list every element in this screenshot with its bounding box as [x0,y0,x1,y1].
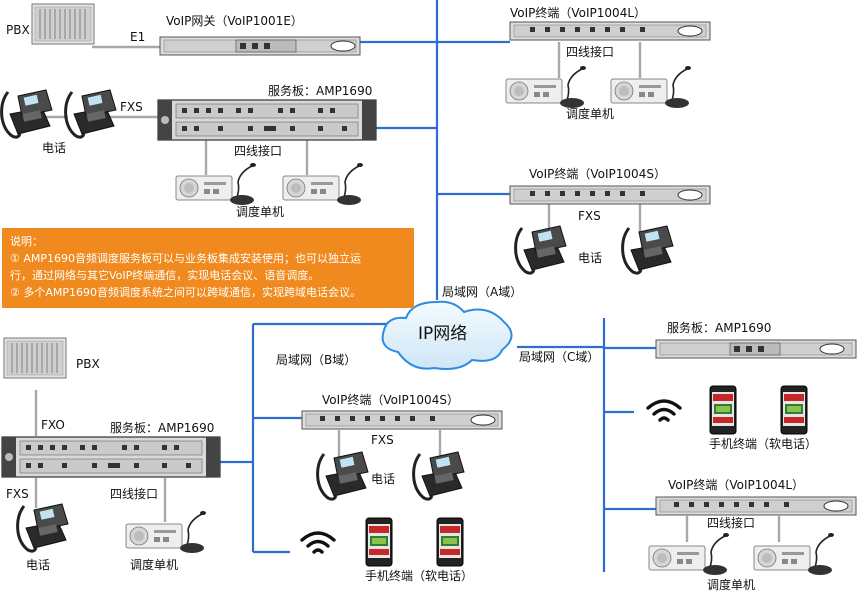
wifi-icon-right [646,399,682,422]
phone-label-top-left: 电话 [42,141,66,155]
mobile-icon-right-1 [709,385,737,435]
pbx-cabinet-bottom [3,337,67,379]
service-board-chassis-bottom [1,436,221,478]
mobile-label-right: 手机终端（软电话） [709,436,817,451]
lan-c-label: 局域网（C域） [519,350,599,364]
service-board-label-top: 服务板：AMP1690 [268,83,372,98]
explanation-note: 说明： ① AMP1690音频调度服务板可以与业务板集成安装使用；也可以独立运 … [2,228,414,308]
fxs-label-top-left: FXS [120,100,143,114]
note-line-1: ① AMP1690音频调度服务板可以与业务板集成安装使用；也可以独立运 [10,252,361,265]
dispatcher-label-right: 调度单机 [707,577,755,592]
dispatcher-icon-top-1 [175,162,257,206]
pbx-label-bottom: PBX [76,357,100,371]
voip-1004s-device-mid [301,410,503,430]
lan-b-label: 局域网（B域） [276,353,356,367]
note-line-3: ② 多个AMP1690音频调度系统之间可以跨域通信，实现跨域电话会议。 [10,286,361,299]
dispatcher-icon-top-2 [282,162,364,206]
voip-1004l-device-top [509,21,711,41]
dispatcher-icon-right-1 [648,532,730,576]
lan-a-label: 局域网（A域） [442,285,522,299]
voip-1004s-label-top: VoIP终端（VoIP1004S） [529,166,666,181]
phone-icon-top-left-1 [0,88,54,139]
dispatcher-icon-1004l-top-2 [610,65,692,109]
fxo-label: FXO [41,418,65,432]
dispatcher-icon-right-2 [753,532,835,576]
phone-icon-bottom [16,502,70,553]
phone-label-mid: 电话 [371,472,395,486]
four-wire-label-top: 四线接口 [234,143,282,158]
service-board-chassis-top [157,99,377,141]
note-title: 说明： [10,235,43,248]
voip-1004s-device-top [509,185,711,205]
phone-label-1004s-top: 电话 [578,251,602,265]
pbx-label-top: PBX [6,23,30,37]
mobile-icon-mid-2 [436,517,464,567]
mobile-icon-right-2 [780,385,808,435]
voip-gateway-label: VoIP网关（VoIP1001E） [166,14,303,28]
dispatcher-icon-1004l-top-1 [505,65,587,109]
e1-label: E1 [130,30,145,44]
mobile-icon-mid-1 [365,517,393,567]
voip-1004s-label-mid: VoIP终端（VoIP1004S） [322,392,459,407]
four-wire-label-bottom: 四线接口 [110,486,158,501]
service-board-device-right [655,339,857,359]
voip-1004l-device-right [655,496,857,516]
note-line-2: 行，通过网络与其它VoIP终端通信，实现电话会议、语音调度。 [10,269,320,282]
service-board-label-right: 服务板：AMP1690 [667,320,771,335]
phone-icon-top-left-2 [64,88,118,139]
pbx-cabinet-top [31,3,95,45]
four-wire-label-right: 四线接口 [707,515,755,530]
voip-1004l-label-right: VoIP终端（VoIP1004L） [668,477,804,492]
phone-icon-1004s-top-1 [514,224,568,275]
dispatcher-label-top: 调度单机 [236,204,284,219]
mobile-label-mid: 手机终端（软电话） [365,568,473,583]
ip-network-cloud [381,300,513,370]
four-wire-label-1004l-top: 四线接口 [566,44,614,59]
phone-icon-mid-1 [316,450,370,501]
dispatcher-label-1004l-top: 调度单机 [566,106,614,121]
fxs-label-1004s-top: FXS [578,209,601,223]
fxs-label-mid: FXS [371,433,394,447]
service-board-label-bottom: 服务板：AMP1690 [110,420,214,435]
network-lines [218,0,656,572]
device-links [34,42,781,542]
voip-1004l-label-top: VoIP终端（VoIP1004L） [510,5,646,20]
phone-icon-1004s-top-2 [621,224,675,275]
dispatcher-label-bottom: 调度单机 [130,557,178,572]
wifi-icon-mid [300,531,336,554]
voip-gateway-device [159,36,361,56]
phone-icon-mid-2 [412,450,466,501]
phone-label-bottom: 电话 [26,558,50,572]
fxs-label-bottom: FXS [6,487,29,501]
ip-network-label: IP网络 [418,324,467,344]
